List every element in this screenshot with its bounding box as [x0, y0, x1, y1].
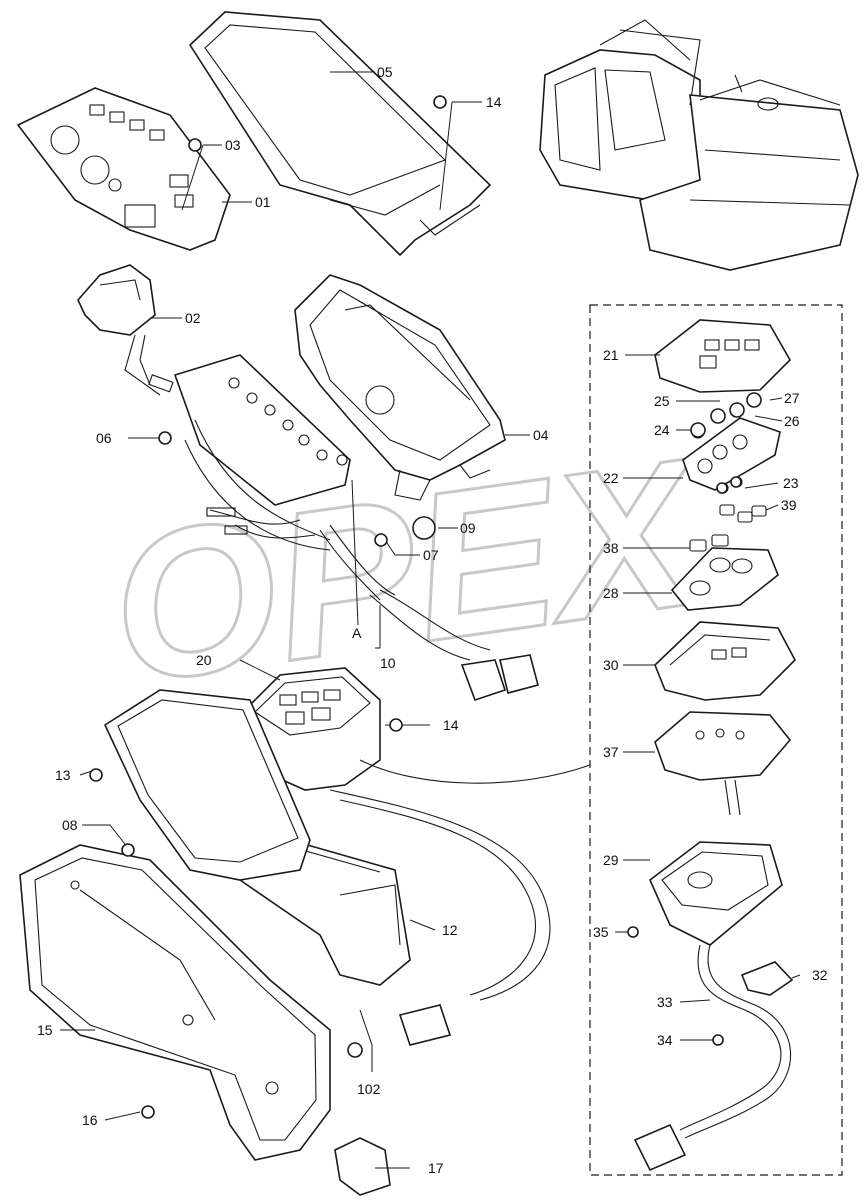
label-part-17: 17 [428, 1160, 444, 1176]
detail-frame [589, 304, 843, 1176]
label-part-08: 08 [62, 817, 78, 833]
label-part-27: 27 [784, 390, 800, 406]
label-part-32: 32 [812, 967, 828, 983]
part-32-connector [740, 961, 794, 996]
wire-harness [173, 354, 396, 601]
main-cable [329, 759, 591, 1046]
label-part-01: 01 [255, 194, 271, 210]
label-part-05: 05 [377, 64, 393, 80]
excavator-cab-illustration [539, 19, 859, 271]
label-frame-a: A [352, 625, 362, 641]
label-part-24: 24 [654, 422, 670, 438]
label-part-04: 04 [533, 427, 549, 443]
label-part-29: 29 [603, 852, 619, 868]
label-part-22: 22 [603, 470, 619, 486]
label-part-23: 23 [783, 475, 799, 491]
label-part-14-top: 14 [486, 94, 502, 110]
label-part-34: 34 [657, 1032, 673, 1048]
fasteners [89, 95, 762, 1119]
detail-cable [633, 944, 791, 1172]
label-part-25: 25 [654, 393, 670, 409]
label-part-06: 06 [96, 430, 112, 446]
part-15-lower-tray [19, 844, 331, 1161]
label-part-10: 10 [380, 655, 396, 671]
label-part-03: 03 [225, 137, 241, 153]
leader-lines [60, 71, 801, 1169]
label-part-15: 15 [37, 1022, 53, 1038]
label-part-102: 102 [357, 1081, 381, 1097]
callout-labels: 01 02 03 04 05 06 07 08 09 10 12 13 14 1… [37, 64, 828, 1176]
label-part-20: 20 [196, 652, 212, 668]
part-39-keys [689, 504, 767, 552]
part-37-circuit [654, 711, 792, 816]
label-part-02: 02 [185, 310, 201, 326]
part-21-top-cover [654, 319, 791, 393]
part-17-cover [334, 1137, 391, 1196]
label-part-12: 12 [442, 922, 458, 938]
part-30-housing [654, 621, 796, 701]
label-part-35: 35 [593, 924, 609, 940]
label-part-14-mid: 14 [443, 717, 459, 733]
part-10-cable [369, 589, 539, 702]
part-04-tray [294, 274, 506, 501]
part-28-keypad [670, 547, 779, 611]
part-29-base [649, 841, 783, 946]
label-part-13: 13 [55, 767, 71, 783]
label-part-21: 21 [603, 347, 619, 363]
label-part-39: 39 [781, 497, 797, 513]
label-part-28: 28 [603, 585, 619, 601]
part-05-cover [188, 11, 492, 257]
label-part-07: 07 [423, 547, 439, 563]
console-frame [103, 689, 311, 881]
label-part-33: 33 [657, 994, 673, 1010]
label-part-09: 09 [460, 520, 476, 536]
label-part-30: 30 [603, 657, 619, 673]
label-part-26: 26 [784, 413, 800, 429]
part-01-panel [16, 87, 231, 251]
label-part-37: 37 [603, 744, 619, 760]
part-02-switch [77, 264, 174, 396]
label-part-16: 16 [82, 1112, 98, 1128]
label-part-38: 38 [603, 540, 619, 556]
